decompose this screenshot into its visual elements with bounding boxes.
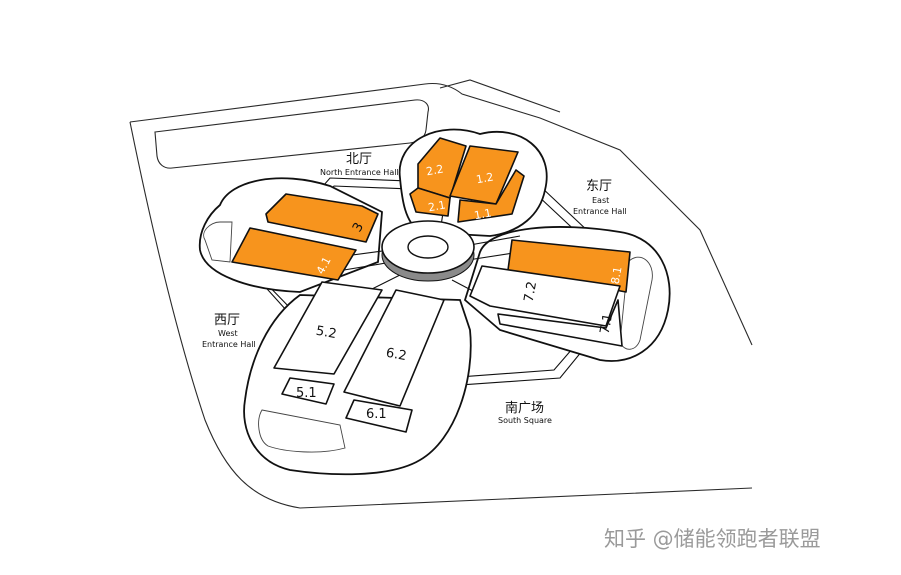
west-entrance-zh: 西厅 [214,313,240,328]
hall-5-2-label: 5.2 [315,324,338,342]
hall-6-2[interactable]: 6.2 [343,289,445,407]
hall-2-1[interactable]: 2.1 [409,187,451,217]
hall-3[interactable]: 3 [265,193,379,243]
hall-7-2-label: 7.2 [522,280,540,303]
hall-1-1[interactable]: 1.1 [457,169,525,223]
hall-7-1[interactable]: 7.1 [497,299,623,347]
south-square-label: 南广场 South Square [498,400,552,425]
east-entrance-zh: 东厅 [586,179,612,194]
hall-1-1-label: 1.1 [473,206,492,222]
hall-8-1-label: 8.1 [609,266,625,285]
hall-8-1[interactable]: 8.1 [507,239,631,293]
hall-4-1[interactable]: 4.1 [231,227,357,281]
hall-5-1[interactable]: 5.1 [281,377,335,405]
north-entrance-label: 北厅 North Entrance Hall [320,152,399,177]
south-square-zh: 南广场 [505,400,544,416]
hall-2-1-label: 2.1 [427,198,446,214]
hall-2-2[interactable]: 2.2 [417,137,467,199]
east-entrance-label: 东厅 East Entrance Hall [573,179,627,216]
east-entrance-en-1: East [592,196,609,205]
hall-5-2[interactable]: 5.2 [273,281,383,375]
hall-6-1[interactable]: 6.1 [345,399,413,433]
hall-6-1-label: 6.1 [366,407,387,422]
hall-7-1-label: 7.1 [598,312,616,335]
north-entrance-zh: 北厅 [346,152,372,167]
hall-1-2-label: 1.2 [475,170,494,186]
east-entrance-en-2: Entrance Hall [573,207,627,216]
hall-2-2-label: 2.2 [425,162,444,178]
south-square-en: South Square [498,416,552,425]
watermark: 知乎 @储能领跑者联盟 [604,527,821,551]
hall-6-2-label: 6.2 [385,346,408,364]
hall-5-1-label: 5.1 [296,386,317,401]
west-entrance-label: 西厅 West Entrance Hall [202,313,256,349]
north-entrance-en: North Entrance Hall [320,168,399,177]
hall-7-2[interactable]: 7.2 [469,265,621,327]
west-entrance-en-2: Entrance Hall [202,340,256,349]
west-entrance-en-1: West [218,329,238,338]
central-ring [381,220,475,282]
hall-1-2[interactable]: 1.2 [449,145,519,205]
